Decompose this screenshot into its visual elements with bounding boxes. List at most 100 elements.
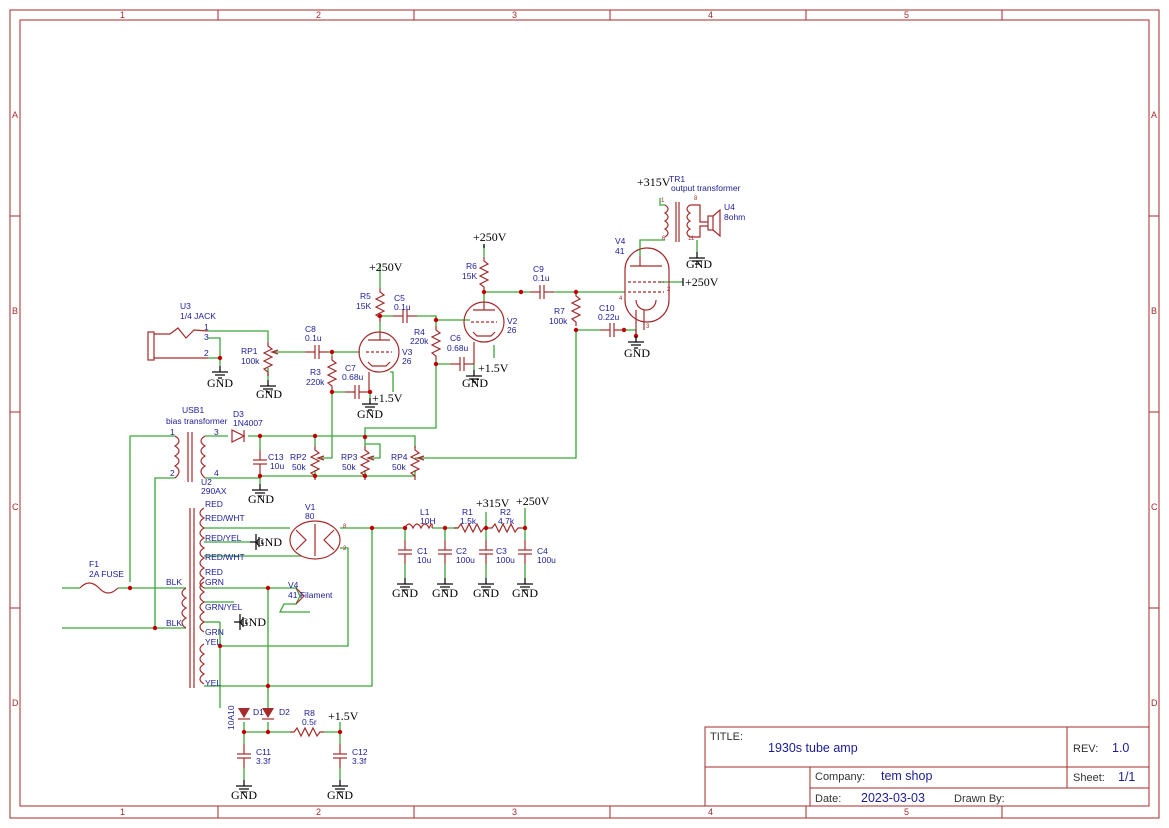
r7-ref: R7 (554, 306, 565, 316)
v250-label-r5: +250V (369, 260, 403, 274)
company-label: Company: (815, 771, 865, 783)
v4-pin3: 3 (646, 324, 650, 330)
usb1-ref: USB1 (182, 405, 204, 415)
col-4: 4 (708, 10, 713, 20)
d1-ref: D1 (253, 707, 264, 717)
c12-value: 3.3f (352, 756, 367, 766)
u3-pin1: 1 (204, 322, 209, 332)
v4f-ref: V4 (288, 580, 299, 590)
gnd-label-redyel: GND (256, 535, 282, 549)
usb1-pin2: 2 (170, 468, 175, 478)
u4-value: 8ohm (724, 212, 745, 222)
diode-d1-symbol (238, 708, 250, 720)
rp1-value: 100k (241, 356, 260, 366)
rev-label: REV: (1073, 743, 1098, 755)
c9-ref: C9 (533, 264, 544, 274)
gnd-label-c1: GND (392, 586, 418, 600)
gnd-label-c13: GND (248, 492, 274, 506)
c11-ref: C11 (256, 747, 271, 757)
v4-pin2: 2 (667, 287, 671, 293)
f1-value: 2A FUSE (89, 569, 124, 579)
usb1-pin1: 1 (170, 427, 175, 437)
c3-ref: C3 (496, 546, 507, 556)
col-1: 1 (120, 10, 125, 20)
v1-value: 80 (305, 511, 315, 521)
col-5: 5 (904, 10, 909, 20)
v315-label-r1: +315V (476, 496, 510, 510)
usb1-pin3: 3 (214, 427, 219, 437)
date-label: Date: (815, 793, 841, 805)
v4-ref: V4 (615, 236, 626, 246)
gnd-label-v2: GND (462, 376, 488, 390)
title-value: 1930s tube amp (768, 741, 858, 755)
col-3: 3 (512, 10, 517, 20)
tube-v3-symbol (358, 331, 400, 392)
v4-value: 41 (615, 246, 625, 256)
c6-ref: C6 (450, 333, 461, 343)
diode-d3-symbol (231, 429, 246, 443)
row-a-right: A (1151, 110, 1157, 120)
r5-value: 15K (356, 301, 371, 311)
wire-grn-1: GRN (205, 577, 224, 587)
col-5-bottom: 5 (904, 807, 909, 817)
rp3-ref: RP3 (341, 452, 358, 462)
gnd-label-c11: GND (231, 788, 257, 802)
r7-value: 100k (549, 316, 568, 326)
tube-v4-symbol (624, 247, 670, 336)
r2-ref: R2 (500, 507, 511, 517)
bias-transformer-symbol (173, 432, 207, 482)
usb1-pin4: 4 (214, 468, 219, 478)
d3-value: 1N4007 (233, 418, 263, 428)
component-labels: U3 1/4 JACK RP1 100k C8 0.1u R5 15K C5 0… (89, 174, 745, 766)
v1-pin2: 2 (343, 546, 347, 552)
c4-value: 100u (537, 555, 556, 565)
c9-value: 0.1u (533, 273, 550, 283)
r5-ref: R5 (360, 291, 371, 301)
r8-value: 0.5r (302, 717, 317, 727)
sheet-label: Sheet: (1073, 772, 1105, 784)
d2-ref: D2 (279, 707, 290, 717)
col-2-bottom: 2 (316, 807, 321, 817)
c7-ref: C7 (345, 363, 356, 373)
col-3-bottom: 3 (512, 807, 517, 817)
wire-redwht-2: RED/WHT (205, 552, 245, 562)
r8-ref: R8 (304, 708, 315, 718)
drawn-by-label: Drawn By: (954, 793, 1005, 805)
rev-value: 1.0 (1112, 741, 1129, 755)
c11-value: 3.3f (256, 756, 271, 766)
r1-ref: R1 (462, 507, 473, 517)
gnd-label-grnyel: GND (240, 615, 266, 629)
gnd-label-c12: GND (327, 788, 353, 802)
rp2-value: 50k (292, 462, 306, 472)
row-d: D (12, 698, 19, 708)
u4-ref: U4 (724, 202, 735, 212)
rp4-ref: RP4 (391, 452, 408, 462)
v1-ref: V1 (305, 502, 316, 512)
c2-value: 100u (456, 555, 475, 565)
c4-ref: C4 (537, 546, 548, 556)
u3-pin3: 3 (204, 332, 209, 342)
r6-value: 15K (462, 271, 477, 281)
gnd-label-rp1: GND (256, 387, 282, 401)
wire-labels: RED RED/WHT RED/YEL RED/WHT RED GRN GRN/… (166, 499, 245, 688)
l1-value: 10H (420, 516, 436, 526)
d1-value: 10A10 (226, 705, 236, 730)
v315-label-tr1: +315V (637, 175, 671, 189)
wire-blk-2: BLK (166, 618, 182, 628)
usb1-value: bias transformer (166, 416, 228, 426)
c7-value: 0.68u (342, 372, 364, 382)
rp4-value: 50k (392, 462, 406, 472)
tr1-ref: TR1 (669, 174, 685, 184)
wire-yel-2: YEL (205, 678, 221, 688)
company-value: tem shop (881, 769, 932, 783)
power-labels: GND GND GND GND GND GND GND GND GND GND … (207, 175, 719, 802)
u2-ref: U2 (201, 477, 212, 487)
tr1-pin1: 1 (661, 198, 665, 204)
c10-ref: C10 (599, 303, 615, 313)
v250-label-c4: +250V (516, 494, 550, 508)
v250-label-v4: +250V (685, 275, 719, 289)
c5-value: 0.1u (394, 302, 411, 312)
l1-ref: L1 (420, 507, 430, 517)
f1-ref: F1 (89, 559, 99, 569)
jack-u3-symbol (147, 327, 209, 361)
